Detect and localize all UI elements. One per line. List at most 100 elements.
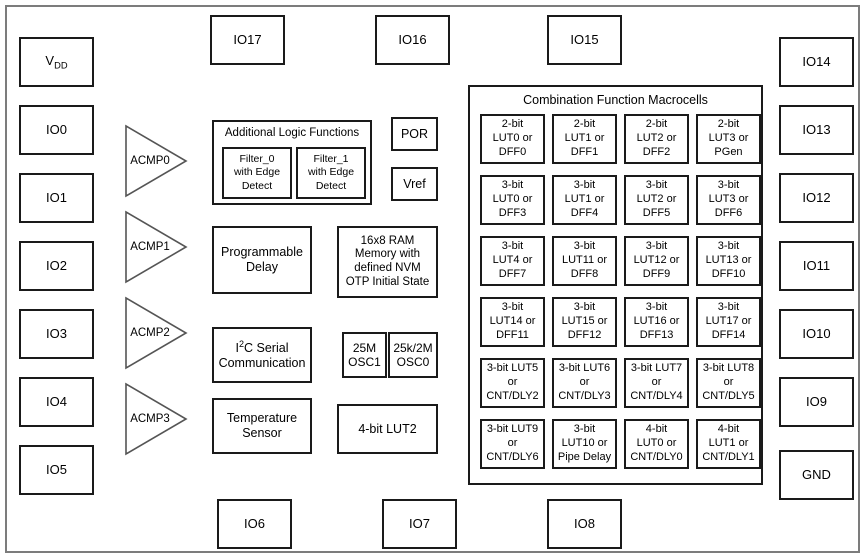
- osc1-line1: 25M: [352, 340, 377, 355]
- i2c-line1: I2C Serial: [235, 339, 289, 356]
- macrocell-cell[interactable]: 3-bit LUT15 or DFF12: [552, 297, 617, 347]
- filter-1-line1: Filter_1: [313, 152, 349, 165]
- macrocell-line1: 3-bit: [501, 179, 524, 192]
- macrocell-line3: CNT/DLY5: [702, 389, 755, 402]
- macrocell-cell[interactable]: 3-bit LUT17 or DFF14: [696, 297, 761, 347]
- comparator-acmp2[interactable]: ACMP2: [124, 296, 188, 370]
- macrocell-cell[interactable]: 3-bit LUT4 or DFF7: [480, 236, 545, 286]
- lut2-4bit-block[interactable]: 4-bit LUT2: [337, 404, 438, 454]
- pin-io2[interactable]: IO2: [19, 241, 94, 291]
- macrocell-cell[interactable]: 4-bit LUT1 or CNT/DLY1: [696, 419, 761, 469]
- macrocell-line2: LUT0 or: [636, 437, 677, 450]
- macrocell-line2: LUT13 or: [705, 254, 752, 267]
- programmable-delay-block[interactable]: Programmable Delay: [212, 226, 312, 294]
- filter-0-block[interactable]: Filter_0 with Edge Detect: [222, 147, 292, 199]
- oscillator-osc0-block[interactable]: 25k/2M OSC0: [388, 332, 438, 378]
- pin-io14[interactable]: IO14: [779, 37, 854, 87]
- pin-io5[interactable]: IO5: [19, 445, 94, 495]
- macrocell-line1: 3-bit LUT8: [702, 362, 755, 375]
- macrocell-line3: DFF0: [498, 145, 527, 158]
- pin-io17[interactable]: IO17: [210, 15, 285, 65]
- macrocell-cell[interactable]: 2-bit LUT1 or DFF1: [552, 114, 617, 164]
- macrocell-line1: 3-bit: [645, 179, 668, 192]
- macrocell-cell[interactable]: 3-bit LUT8 or CNT/DLY5: [696, 358, 761, 408]
- macrocell-cell[interactable]: 3-bit LUT0 or DFF3: [480, 175, 545, 225]
- pin-io4[interactable]: IO4: [19, 377, 94, 427]
- macrocell-cell[interactable]: 3-bit LUT3 or DFF6: [696, 175, 761, 225]
- pin-io3[interactable]: IO3: [19, 309, 94, 359]
- macrocell-cell[interactable]: 2-bit LUT3 or PGen: [696, 114, 761, 164]
- chip-outline: VDD IO0 IO1 IO2 IO3 IO4 IO5 IO17 IO16 IO…: [5, 5, 860, 553]
- pin-io13-label: IO13: [802, 122, 831, 138]
- programmable-delay-line1: Programmable: [221, 245, 303, 260]
- macrocell-line1: 2-bit: [717, 118, 740, 131]
- macrocell-cell[interactable]: 3-bit LUT12 or DFF9: [624, 236, 689, 286]
- oscillator-osc1-block[interactable]: 25M OSC1: [342, 332, 387, 378]
- macrocell-line1: 3-bit: [645, 301, 668, 314]
- por-block[interactable]: POR: [391, 117, 438, 151]
- osc0-line1: 25k/2M: [393, 340, 433, 355]
- macrocell-line3: DFF12: [567, 328, 602, 341]
- pin-io12[interactable]: IO12: [779, 173, 854, 223]
- macrocell-cell[interactable]: 3-bit LUT6 or CNT/DLY3: [552, 358, 617, 408]
- pin-io7[interactable]: IO7: [382, 499, 457, 549]
- macrocell-cell[interactable]: 3-bit LUT16 or DFF13: [624, 297, 689, 347]
- macrocell-line2: LUT10 or: [561, 437, 608, 450]
- temperature-sensor-block[interactable]: Temperature Sensor: [212, 398, 312, 454]
- comparator-acmp1[interactable]: ACMP1: [124, 210, 188, 284]
- macrocell-line2: LUT1 or: [564, 193, 605, 206]
- temperature-sensor-line2: Sensor: [242, 426, 282, 440]
- pin-io9[interactable]: IO9: [779, 377, 854, 427]
- i2c-serial-communication-block[interactable]: I2C Serial Communication: [212, 327, 312, 383]
- pin-io0[interactable]: IO0: [19, 105, 94, 155]
- filter-0-line1: Filter_0: [239, 152, 275, 165]
- macrocell-cell[interactable]: 2-bit LUT0 or DFF0: [480, 114, 545, 164]
- macrocell-cell[interactable]: 3-bit LUT13 or DFF10: [696, 236, 761, 286]
- filter-1-line3: Detect: [315, 179, 347, 192]
- ram-line2: Memory with: [354, 248, 421, 261]
- macrocell-cell[interactable]: 3-bit LUT11 or DFF8: [552, 236, 617, 286]
- macrocell-cell[interactable]: 2-bit LUT2 or DFF2: [624, 114, 689, 164]
- macrocell-cell[interactable]: 3-bit LUT14 or DFF11: [480, 297, 545, 347]
- pin-io16[interactable]: IO16: [375, 15, 450, 65]
- macrocell-line3: DFF3: [498, 206, 527, 219]
- filter-1-block[interactable]: Filter_1 with Edge Detect: [296, 147, 366, 199]
- pin-vdd[interactable]: VDD: [19, 37, 94, 87]
- ram-memory-block[interactable]: 16x8 RAM Memory with defined NVM OTP Ini…: [337, 226, 438, 298]
- pin-io8[interactable]: IO8: [547, 499, 622, 549]
- comparator-acmp3-label: ACMP3: [130, 413, 170, 425]
- filter-1-line2: with Edge: [307, 166, 355, 179]
- macrocell-line2: or: [651, 376, 662, 389]
- pin-io1[interactable]: IO1: [19, 173, 94, 223]
- pin-io11[interactable]: IO11: [779, 241, 854, 291]
- macrocell-cell[interactable]: 3-bit LUT7 or CNT/DLY4: [624, 358, 689, 408]
- pin-io15[interactable]: IO15: [547, 15, 622, 65]
- macrocell-line3: CNT/DLY2: [486, 389, 539, 402]
- comparator-acmp0[interactable]: ACMP0: [124, 124, 188, 198]
- macrocell-cell[interactable]: 4-bit LUT0 or CNT/DLY0: [624, 419, 689, 469]
- comparator-acmp3[interactable]: ACMP3: [124, 382, 188, 456]
- macrocell-line3: DFF8: [570, 267, 599, 280]
- pin-io13[interactable]: IO13: [779, 105, 854, 155]
- macrocell-cell[interactable]: 3-bit LUT9 or CNT/DLY6: [480, 419, 545, 469]
- macrocell-cell[interactable]: 3-bit LUT2 or DFF5: [624, 175, 689, 225]
- pin-io10[interactable]: IO10: [779, 309, 854, 359]
- macrocell-line3: DFF4: [570, 206, 599, 219]
- triangle-icon: [125, 124, 188, 198]
- macrocell-cell[interactable]: 3-bit LUT10 or Pipe Delay: [552, 419, 617, 469]
- macrocell-line2: LUT16 or: [633, 315, 680, 328]
- comparator-acmp1-label: ACMP1: [130, 241, 170, 253]
- macrocell-line1: 3-bit LUT6: [558, 362, 611, 375]
- vref-label: Vref: [403, 176, 426, 191]
- macrocell-cell[interactable]: 3-bit LUT5 or CNT/DLY2: [480, 358, 545, 408]
- macrocell-line3: DFF5: [642, 206, 671, 219]
- macrocell-line3: Pipe Delay: [557, 450, 612, 463]
- pin-io5-label: IO5: [46, 462, 67, 478]
- vref-block[interactable]: Vref: [391, 167, 438, 201]
- macrocell-cell[interactable]: 3-bit LUT1 or DFF4: [552, 175, 617, 225]
- pin-io6[interactable]: IO6: [217, 499, 292, 549]
- macrocell-line3: CNT/DLY1: [702, 450, 755, 463]
- comparator-acmp0-label: ACMP0: [130, 155, 170, 167]
- pin-gnd[interactable]: GND: [779, 450, 854, 500]
- macrocell-line3: DFF13: [639, 328, 674, 341]
